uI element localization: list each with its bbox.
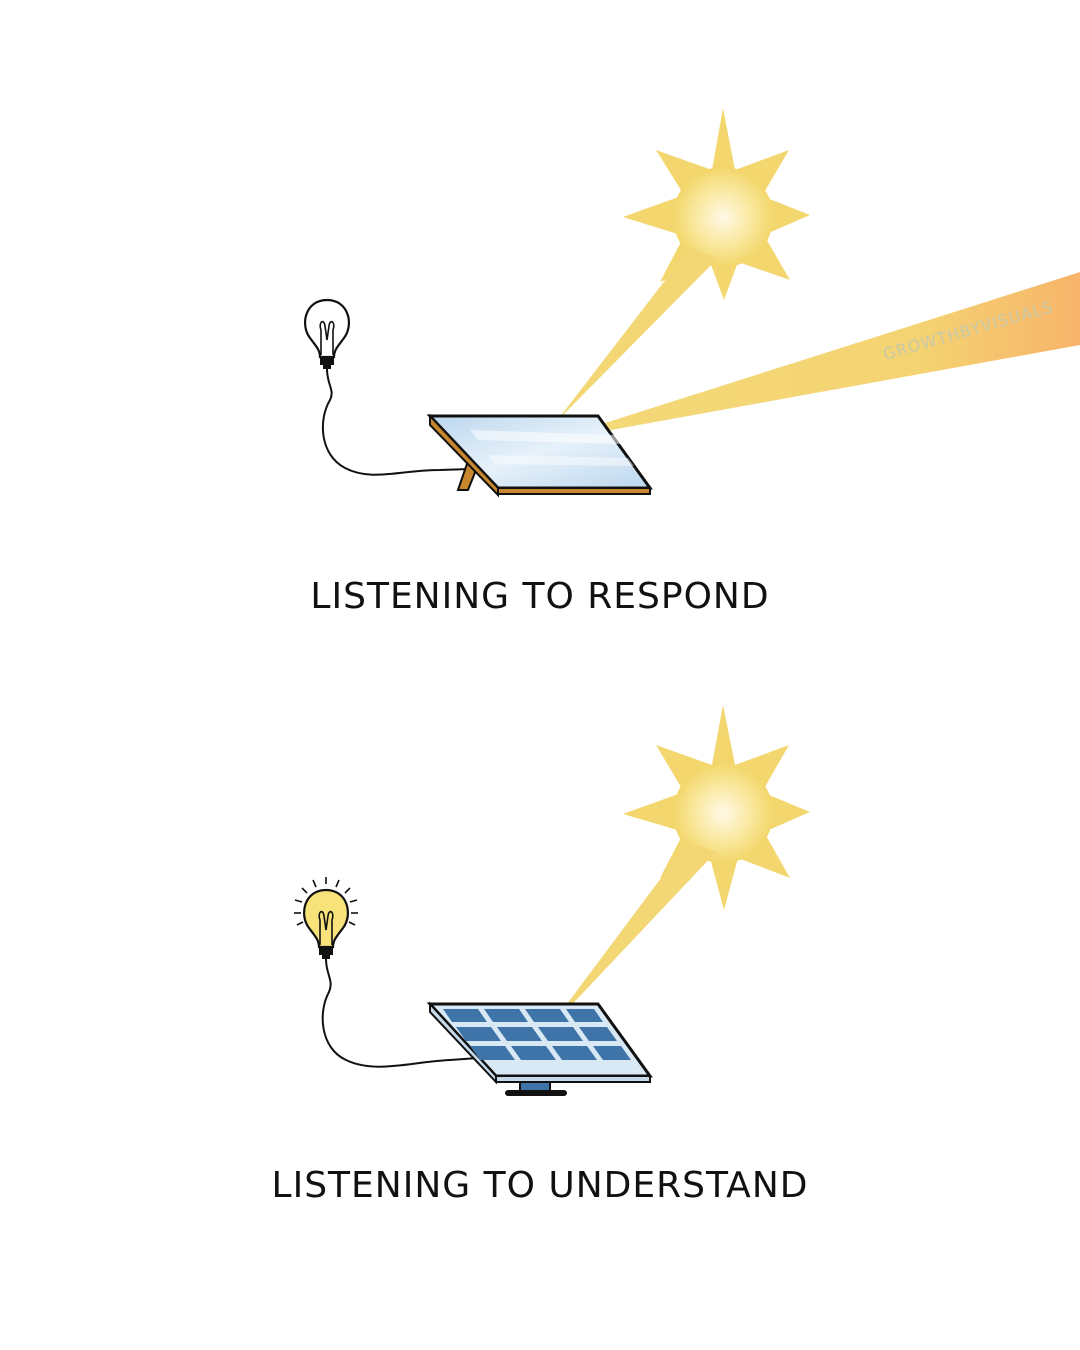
bottom-scene: LISTENING TO UNDERSTAND — [272, 705, 810, 1206]
bottom-wire — [321, 958, 479, 1068]
bottom-sun-icon — [623, 705, 810, 910]
top-reflected-ray — [545, 272, 1080, 442]
solar-panel-icon — [426, 1001, 653, 1096]
caption-top: LISTENING TO RESPOND — [310, 576, 769, 617]
light-bulb-on-icon — [294, 877, 358, 959]
top-incoming-ray — [556, 248, 718, 422]
caption-bottom: LISTENING TO UNDERSTAND — [272, 1165, 809, 1206]
bottom-incoming-ray — [546, 842, 716, 1032]
top-sun-icon — [623, 108, 810, 300]
light-bulb-off-icon — [304, 298, 350, 369]
top-scene: GROWTHBYVISUALS LISTENING TO RESPOND — [304, 108, 1080, 617]
mirror-panel-icon — [426, 413, 653, 498]
top-wire — [321, 368, 471, 476]
